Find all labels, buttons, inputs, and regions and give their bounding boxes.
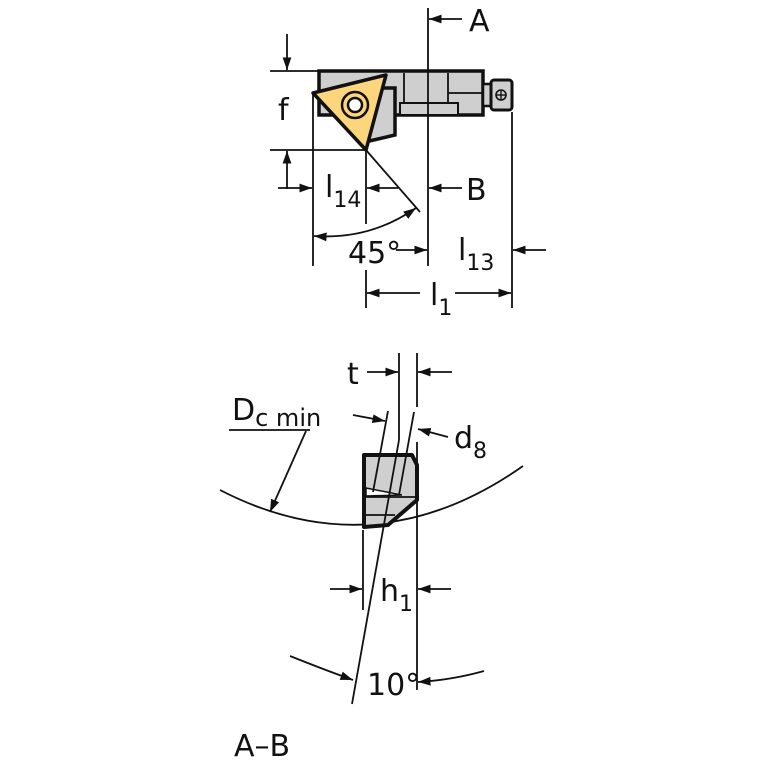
- dim-f-label: f: [278, 93, 290, 128]
- section-mark-b: B: [466, 173, 487, 208]
- dim-l1-label: l1: [430, 278, 452, 321]
- top-view: A B f l14 45° l13 l1: [270, 4, 546, 321]
- dim-10-angle-label: 10°: [367, 668, 420, 703]
- dim-l13-label: l13: [458, 233, 494, 276]
- dim-l14-label: l14: [325, 170, 361, 213]
- dim-d8-label: d8: [454, 421, 487, 464]
- insert-hole-icon: [340, 90, 370, 120]
- section-title: A–B: [234, 729, 290, 764]
- dim-dc-min-label: Dc min: [232, 393, 321, 432]
- dim-45-angle-label: 45°: [348, 236, 401, 271]
- dim-h1-label: h1: [380, 574, 413, 617]
- section-mark-a: A: [469, 4, 490, 39]
- triangular-insert: [311, 73, 388, 152]
- dim-t-label: t: [347, 357, 359, 392]
- section-view: t Dc min d8 h1 10° A–B: [219, 353, 524, 764]
